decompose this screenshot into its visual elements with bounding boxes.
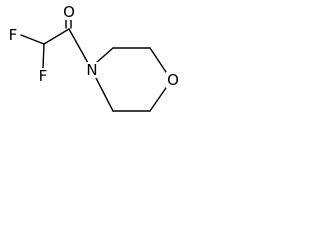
label-bg-o-ring xyxy=(166,72,180,88)
atom-nitrogen: N xyxy=(86,61,97,79)
bond-c-f2 xyxy=(42,43,45,69)
atom-labels: O F F N O xyxy=(7,3,180,89)
bond-c-f1 xyxy=(20,34,45,45)
bond-carbonyl-chf2 xyxy=(43,28,70,45)
label-bg-f1 xyxy=(7,27,19,43)
bonds xyxy=(20,11,169,112)
label-bg-n xyxy=(85,62,99,78)
bond-ring-o-c3 xyxy=(149,84,169,112)
bond-ring-c4-n xyxy=(95,77,114,112)
label-bg-f2 xyxy=(37,68,49,84)
atom-fluorine-2: F xyxy=(39,67,48,85)
chemical-structure: O F F N O xyxy=(7,3,180,112)
atom-oxygen-ring: O xyxy=(167,71,179,89)
label-bg-o-carbonyl xyxy=(62,4,76,20)
bond-ring-n-c1 xyxy=(95,47,114,64)
atom-oxygen-carbonyl: O xyxy=(63,3,75,21)
bond-carbonyl-n xyxy=(68,28,89,64)
atom-fluorine-1: F xyxy=(9,26,18,44)
bond-ring-c2-o xyxy=(149,47,169,76)
